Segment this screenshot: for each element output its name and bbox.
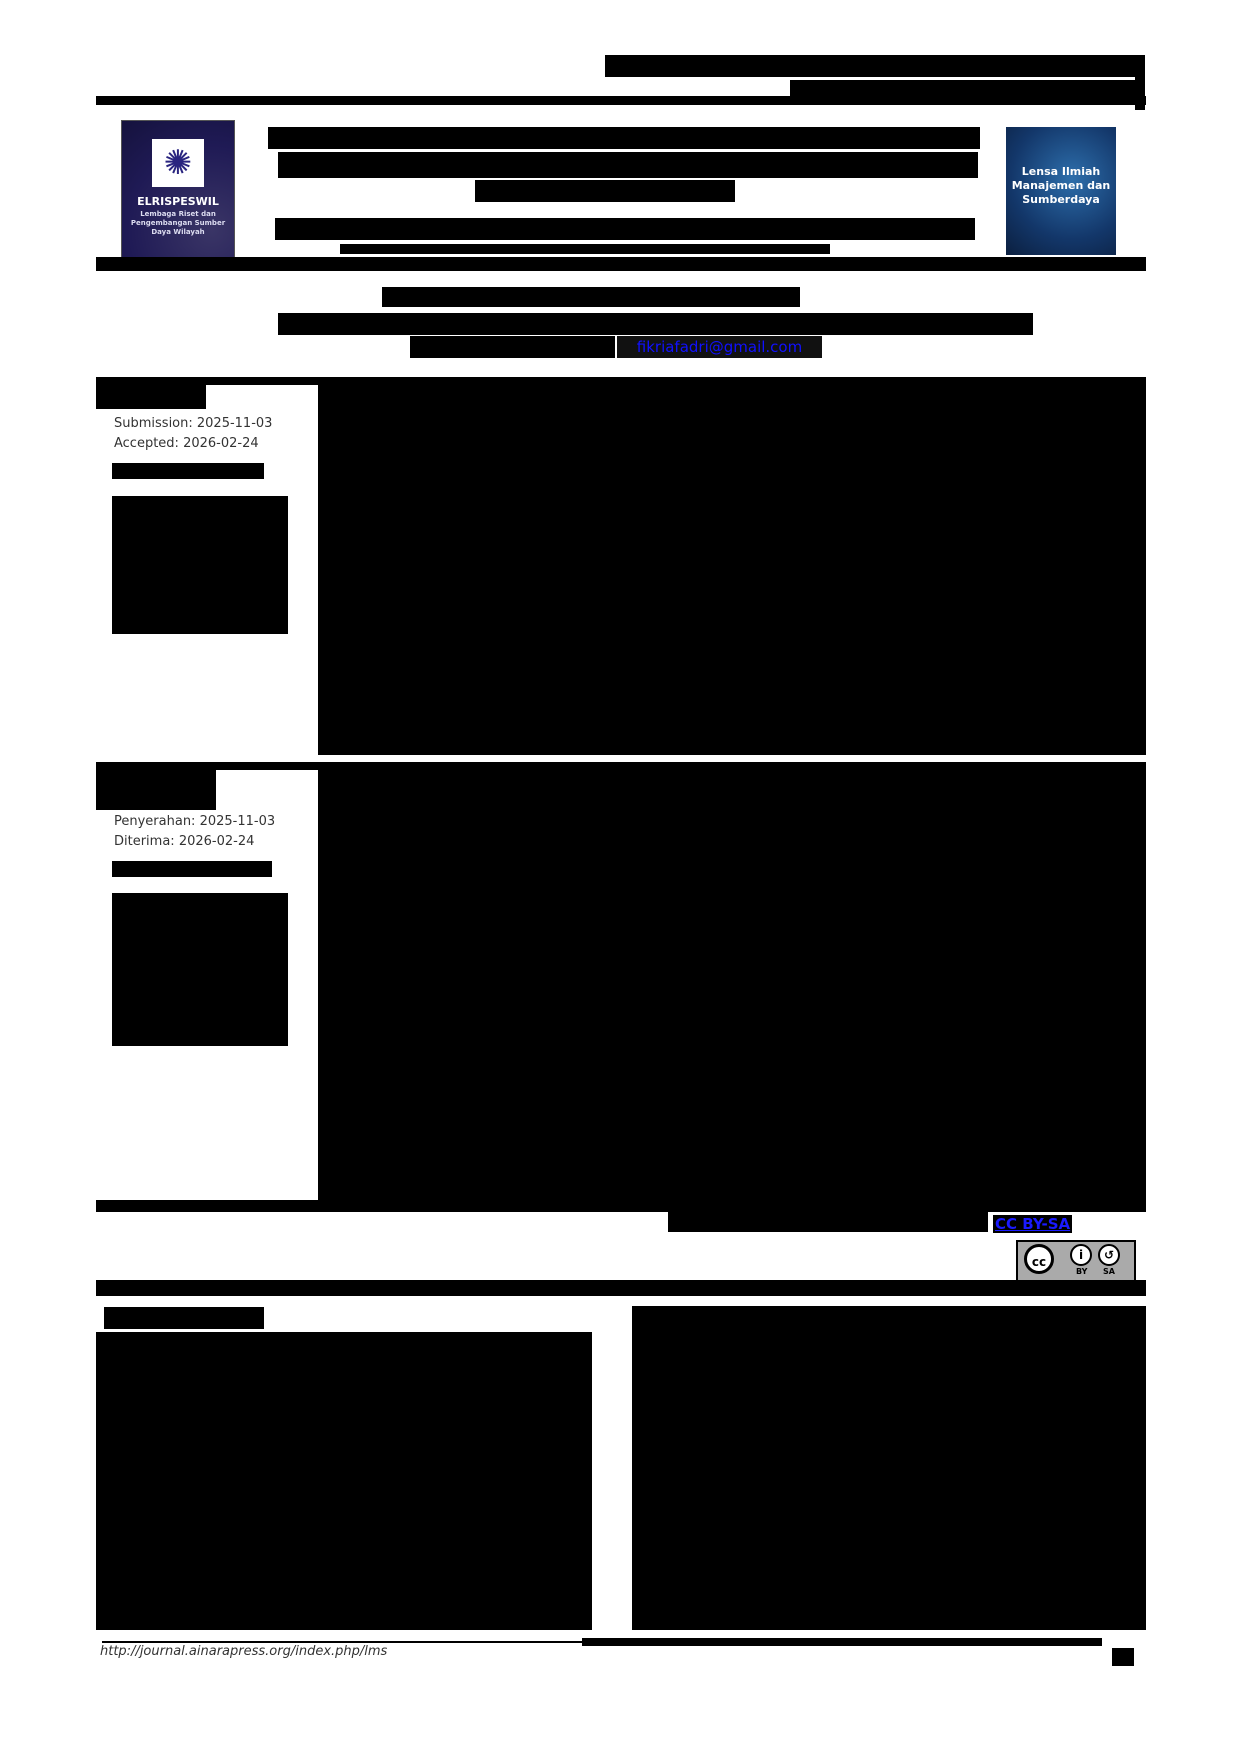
subtitle-redacted-line1: [275, 218, 975, 240]
cc-by-sa-link[interactable]: CC BY-SA: [993, 1215, 1073, 1233]
elrispeswil-logo: ✺ ELRISPESWIL Lembaga Riset dan Pengemba…: [121, 120, 235, 258]
abstract-en-body-redacted: [318, 385, 1146, 755]
published-date-redacted: [112, 463, 264, 479]
abstract-en-top-rule: [96, 377, 1146, 385]
title-redacted-line2: [278, 152, 978, 178]
journal-url: http://journal.ainarapress.org/index.php…: [100, 1644, 388, 1659]
intro-heading-redacted: [104, 1307, 264, 1329]
journal-cover-title: Lensa Ilmiah Manajemen dan Sumberdaya: [1011, 165, 1111, 206]
title-redacted-line1: [268, 127, 980, 149]
network-asterisk-icon: ✺: [152, 139, 204, 187]
penyerahan-date: Penyerahan: 2025-11-03: [114, 814, 276, 829]
license-rule: [96, 1200, 1146, 1212]
title-redacted-line3: [475, 180, 735, 202]
license-text-redacted: [668, 1212, 988, 1232]
attribution-icon: i: [1070, 1244, 1092, 1266]
affiliation-redacted: [278, 313, 1033, 335]
body-left-column-redacted: [96, 1332, 592, 1630]
section-divider: [96, 1280, 1146, 1296]
keywords-en-redacted: [112, 496, 288, 634]
cc-icon: cc: [1024, 1244, 1054, 1274]
author-email-link[interactable]: fikriafadri@gmail.com: [617, 336, 822, 358]
running-header-redacted-line1: [605, 55, 1145, 77]
sa-label: SA: [1103, 1267, 1115, 1276]
footer-rule-redacted: [582, 1638, 1102, 1646]
diterbitkan-date-redacted: [112, 861, 272, 877]
running-header-redacted-line2: [790, 80, 1145, 98]
footer-rule-left: [102, 1641, 582, 1643]
info-artikel-heading-redacted: [96, 770, 216, 810]
diterima-date: Diterima: 2026-02-24: [114, 834, 255, 849]
share-alike-icon: ↺: [1098, 1244, 1120, 1266]
header-divider: [96, 96, 1146, 105]
logo-title: ELRISPESWIL: [137, 195, 219, 208]
title-divider: [96, 257, 1146, 271]
abstract-id-top-rule: [96, 762, 1146, 770]
corresponding-redacted: [410, 336, 615, 358]
article-info-heading-redacted: [96, 385, 206, 409]
journal-cover-logo: Lensa Ilmiah Manajemen dan Sumberdaya: [1006, 127, 1116, 255]
header-rule-right: [1135, 55, 1145, 110]
cc-by-sa-badge[interactable]: cc i ↺ BY SA: [1016, 1240, 1136, 1282]
page-number-redacted: [1112, 1648, 1134, 1666]
by-label: BY: [1076, 1267, 1088, 1276]
body-right-column-redacted: [632, 1306, 1146, 1630]
submission-date: Submission: 2025-11-03: [114, 416, 273, 431]
authors-redacted: [382, 287, 800, 307]
kata-kunci-redacted: [112, 893, 288, 1046]
abstract-id-body-redacted: [318, 770, 1146, 1200]
accepted-date: Accepted: 2026-02-24: [114, 436, 259, 451]
logo-subtitle: Lembaga Riset dan Pengembangan Sumber Da…: [130, 210, 226, 236]
subtitle-redacted-line2: [340, 244, 830, 254]
